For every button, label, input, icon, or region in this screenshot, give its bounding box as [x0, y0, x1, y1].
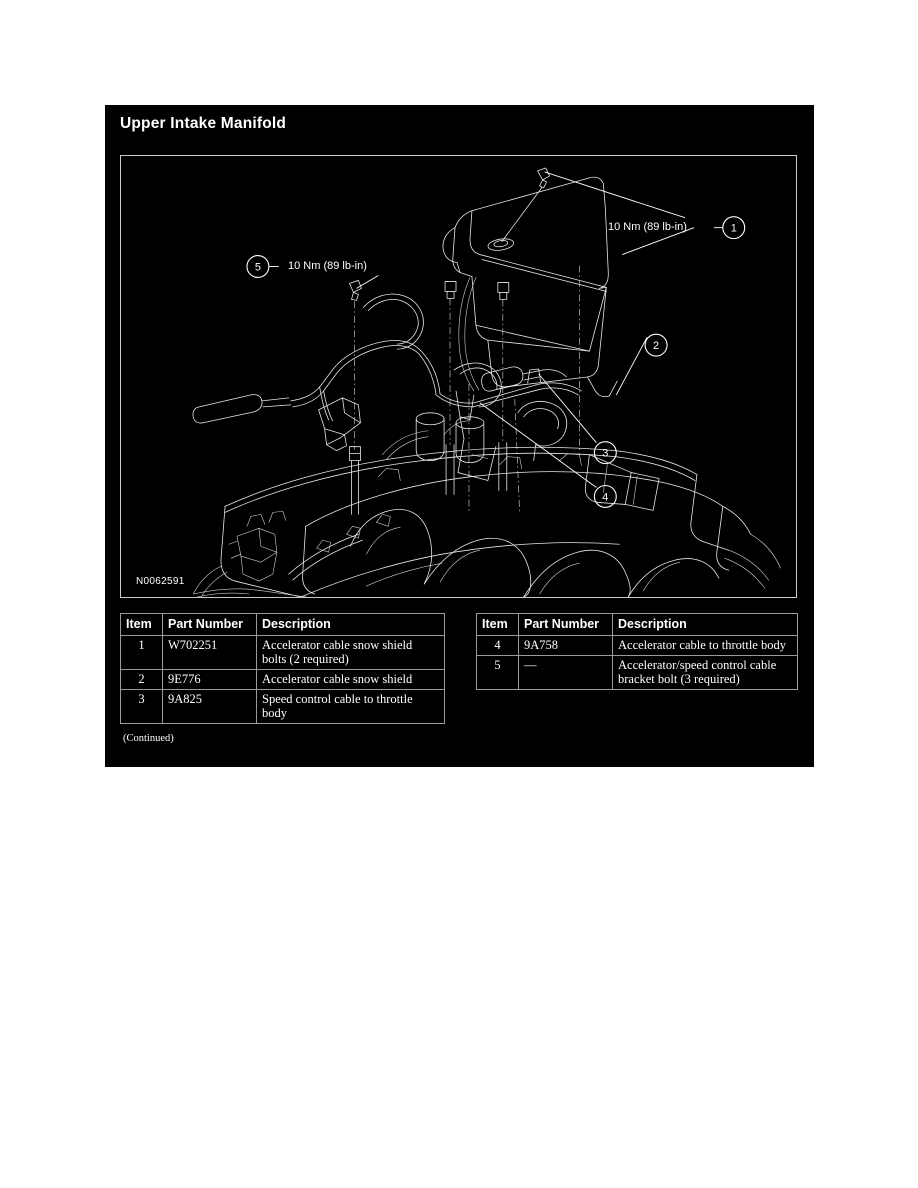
leader-line-5 — [356, 275, 379, 289]
callout-number-1: 1 — [731, 223, 737, 235]
shield-bolt-top — [501, 167, 550, 243]
table-header-row: Item Part Number Description — [476, 613, 798, 636]
column-header-description: Description — [612, 613, 798, 636]
table-row: 5 — Accelerator/speed control cable brac… — [476, 655, 798, 690]
cell-part-number: W702251 — [162, 635, 257, 670]
parts-table-right: Item Part Number Description 4 9A758 Acc… — [476, 613, 798, 690]
centerline-cable-end — [514, 398, 521, 515]
leader-line-2 — [615, 336, 648, 396]
leader-line-3 — [538, 373, 597, 443]
bracket-bolt-left — [349, 280, 362, 301]
column-header-description: Description — [256, 613, 445, 636]
bolt-shafts — [351, 442, 508, 515]
bracket-bolt-right — [497, 282, 510, 300]
figure-id-label: N0062591 — [136, 576, 185, 587]
table-header-row: Item Part Number Description — [120, 613, 445, 636]
callout-number-2: 2 — [653, 340, 659, 352]
cell-item: 3 — [120, 689, 163, 724]
cell-description: Speed control cable to throttle body — [256, 689, 445, 724]
column-header-item: Item — [476, 613, 519, 636]
cell-part-number: 9E776 — [162, 669, 257, 690]
cell-part-number: — — [518, 655, 613, 690]
cell-description: Accelerator/speed control cable bracket … — [612, 655, 798, 690]
throttle-body-cable-ends — [453, 362, 567, 440]
cell-item: 2 — [120, 669, 163, 690]
cell-description: Accelerator cable to throttle body — [612, 635, 798, 656]
callout-number-5: 5 — [255, 261, 261, 273]
cell-description: Accelerator cable snow shield bolts (2 r… — [256, 635, 445, 670]
accelerator-cable-assembly — [192, 293, 582, 424]
manual-page-sheet: Upper Intake Manifold .ln { fill:none; s… — [105, 105, 814, 767]
cell-item: 5 — [476, 655, 519, 690]
cell-part-number: 9A825 — [162, 689, 257, 724]
continued-note: (Continued) — [123, 733, 174, 744]
leader-line-4 — [479, 402, 597, 488]
cell-description: Accelerator cable snow shield — [256, 669, 445, 690]
snow-shield-part — [442, 176, 618, 398]
table-row: 3 9A825 Speed control cable to throttle … — [120, 689, 445, 724]
figure-panel: .ln { fill:none; stroke:#e8e8e8; stroke-… — [120, 155, 797, 598]
cell-item: 4 — [476, 635, 519, 656]
page-title: Upper Intake Manifold — [120, 115, 287, 132]
callout-number-3: 3 — [602, 448, 608, 460]
leader-line-1b — [622, 227, 695, 255]
cell-item: 1 — [120, 635, 163, 670]
engine-exploded-diagram: .ln { fill:none; stroke:#e8e8e8; stroke-… — [121, 156, 796, 597]
table-row: 1 W702251 Accelerator cable snow shield … — [120, 635, 445, 670]
column-header-item: Item — [120, 613, 163, 636]
parts-table-left: Item Part Number Description 1 W702251 A… — [120, 613, 445, 724]
cell-part-number: 9A758 — [518, 635, 613, 656]
column-header-part-number: Part Number — [518, 613, 613, 636]
callout-number-4: 4 — [602, 491, 608, 503]
table-row: 2 9E776 Accelerator cable snow shield — [120, 669, 445, 690]
cable-bracket — [318, 397, 361, 452]
column-header-part-number: Part Number — [162, 613, 257, 636]
bracket-bolt-middle — [444, 281, 457, 299]
intake-manifold-body — [192, 400, 781, 597]
callout-circle-3 — [593, 441, 617, 465]
bolt-head-left-lower — [349, 446, 361, 462]
callout-circle-2 — [644, 333, 668, 357]
torque-label-top-right: 10 Nm (89 lb-in) — [608, 221, 687, 233]
table-row: 4 9A758 Accelerator cable to throttle bo… — [476, 635, 798, 656]
torque-label-top-left: 10 Nm (89 lb-in) — [288, 260, 367, 272]
leader-line-1 — [544, 171, 686, 219]
callout-circle-4 — [593, 484, 617, 508]
